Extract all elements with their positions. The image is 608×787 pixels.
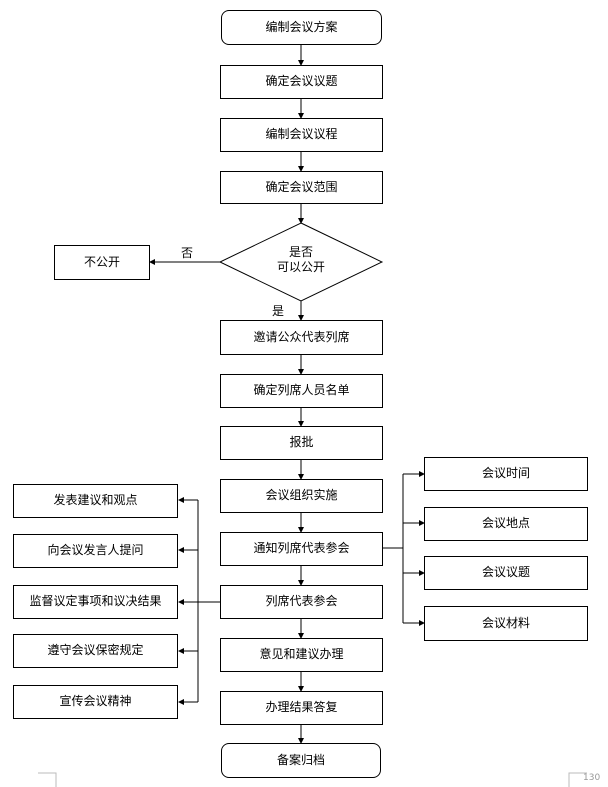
attend-item-confidentiality: 遵守会议保密规定 bbox=[13, 634, 178, 668]
step-compile-plan: 编制会议方案 bbox=[221, 10, 382, 45]
step-invite-public: 邀请公众代表列席 bbox=[220, 320, 383, 355]
step-determine-topics: 确定会议议题 bbox=[220, 65, 383, 99]
step-archive: 备案归档 bbox=[221, 743, 381, 778]
step-attend-meeting: 列席代表参会 bbox=[220, 585, 383, 619]
notify-item-time: 会议时间 bbox=[424, 457, 588, 491]
decision-diamond bbox=[218, 222, 384, 302]
notify-item-materials: 会议材料 bbox=[424, 606, 588, 641]
notify-item-topics: 会议议题 bbox=[424, 556, 588, 590]
decision-line-1: 是否 bbox=[288, 245, 313, 259]
decision-text: 是否 可以公开 bbox=[251, 245, 351, 275]
step-reply-results: 办理结果答复 bbox=[220, 691, 383, 725]
step-determine-scope: 确定会议范围 bbox=[220, 171, 383, 204]
decision-no-label: 否 bbox=[181, 246, 194, 260]
decision-line-2: 可以公开 bbox=[276, 260, 325, 274]
attend-item-suggestions: 发表建议和观点 bbox=[13, 484, 178, 518]
attend-item-publicize: 宣传会议精神 bbox=[13, 685, 178, 719]
not-public-box: 不公开 bbox=[54, 245, 150, 280]
step-compile-agenda: 编制会议议程 bbox=[220, 118, 383, 152]
step-confirm-attendees: 确定列席人员名单 bbox=[220, 374, 383, 408]
attend-item-supervise: 监督议定事项和议决结果 bbox=[13, 585, 178, 619]
step-report-approval: 报批 bbox=[220, 426, 383, 460]
page-number: 130 bbox=[583, 773, 601, 783]
notify-item-location: 会议地点 bbox=[424, 507, 588, 541]
step-handle-suggestions: 意见和建议办理 bbox=[220, 638, 383, 672]
step-notify-attendees: 通知列席代表参会 bbox=[220, 532, 383, 566]
decision-yes-label: 是 bbox=[272, 304, 285, 318]
attend-item-questions: 向会议发言人提问 bbox=[13, 534, 178, 568]
page-corner-marks bbox=[38, 772, 587, 787]
step-organize-meeting: 会议组织实施 bbox=[220, 479, 383, 513]
